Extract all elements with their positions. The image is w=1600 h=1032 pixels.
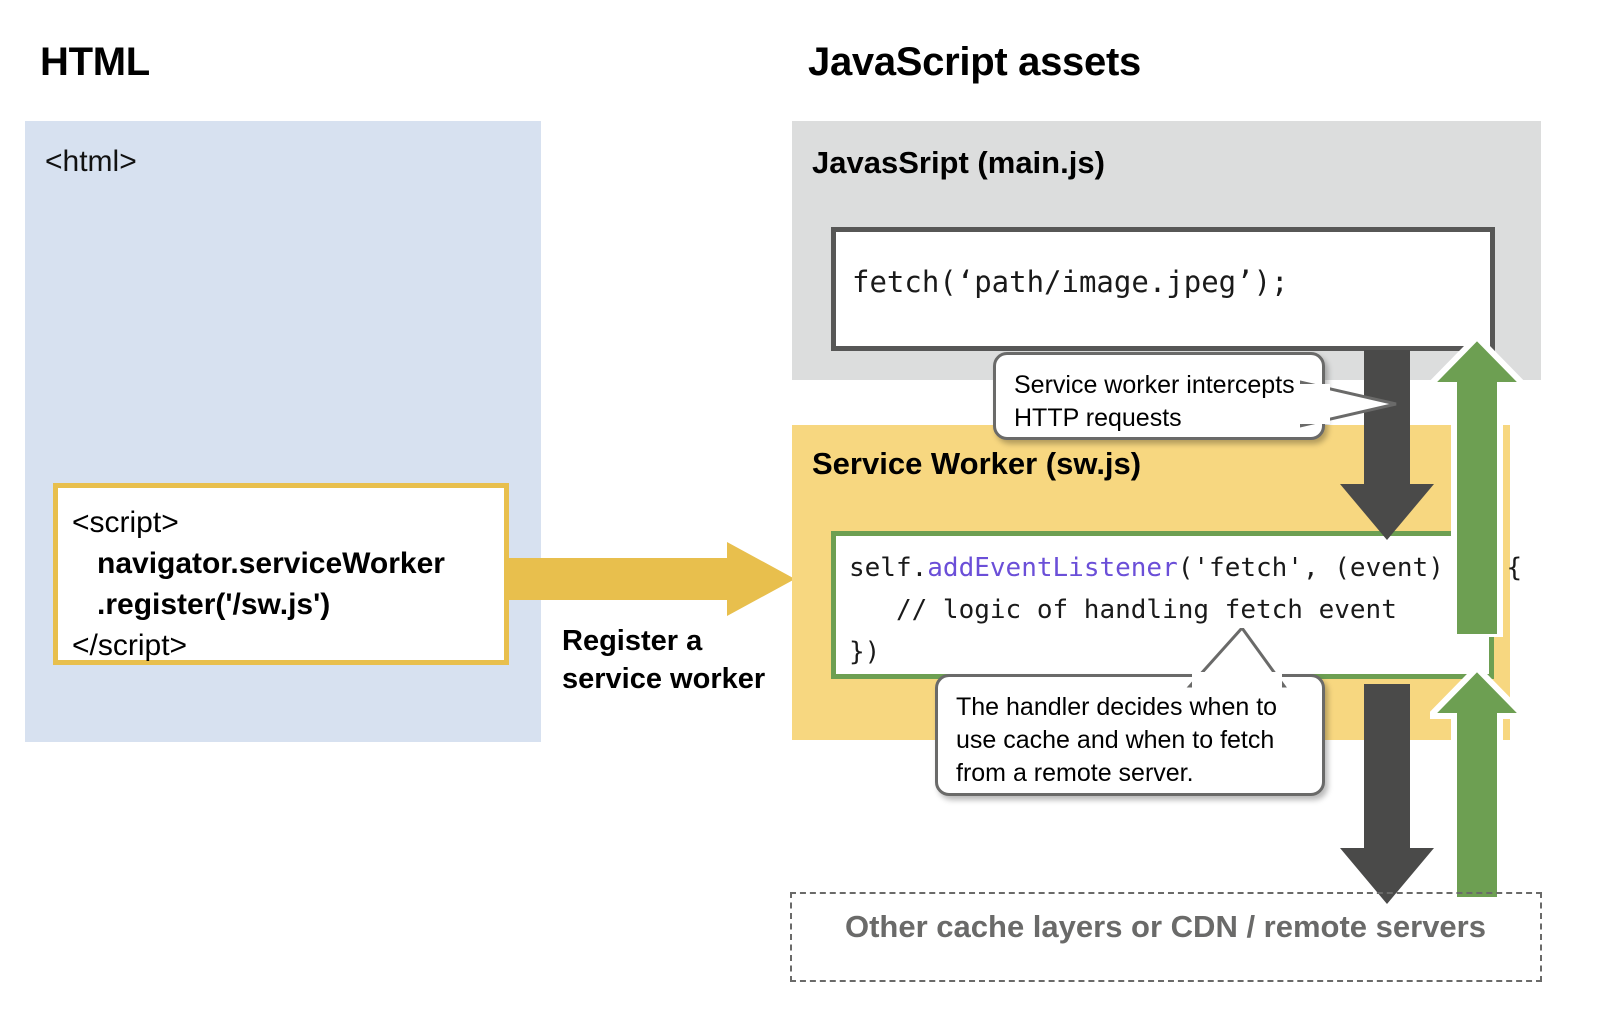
sw-code-line-3: }) — [849, 637, 881, 667]
callout-handler-text: The handler decides when to use cache an… — [956, 693, 1278, 787]
html-tag-label: <html> — [45, 145, 137, 178]
request-arrow-lower-icon — [1340, 684, 1434, 904]
callout-handler-tail-icon — [1186, 628, 1287, 690]
callout-intercept-tail-icon — [1300, 380, 1397, 428]
script-code-line-1: <script> — [72, 506, 179, 539]
register-arrow-label: Register a service worker — [562, 625, 766, 695]
service-worker-panel-label: Service Worker (sw.js) — [812, 446, 1142, 481]
callout-handler: The handler decides when to use cache an… — [935, 674, 1325, 796]
script-code-line-4: </script> — [72, 629, 188, 662]
sw-code-line-1: self.addEventListener('fetch', (event) =… — [836, 547, 1522, 589]
sw-code-keyword-addeventlistener: addEventListener — [927, 553, 1178, 583]
javascript-column-title: JavaScript assets — [808, 40, 1141, 84]
callout-intercept-text: Service worker intercepts HTTP requests — [1014, 371, 1295, 432]
response-arrow-lower-icon — [1430, 668, 1524, 900]
register-arrow-icon — [505, 542, 795, 616]
fetch-code-box: fetch(‘path/image.jpeg’); — [831, 227, 1495, 351]
script-code-line-2: navigator.serviceWorker — [72, 547, 445, 580]
sw-code-line-1-pre: self. — [849, 553, 928, 583]
script-code-line-3: .register('/sw.js') — [72, 588, 331, 621]
remote-servers-label: Other cache layers or CDN / remote serve… — [845, 909, 1486, 944]
response-arrow-upper-icon — [1430, 337, 1524, 637]
script-code-box: <script> navigator.serviceWorker .regist… — [53, 483, 509, 665]
html-column-title: HTML — [40, 40, 150, 84]
fetch-code-text: fetch(‘path/image.jpeg’); — [852, 265, 1289, 299]
service-worker-code-box: self.addEventListener('fetch', (event) =… — [831, 531, 1522, 679]
sw-code-line-2: // logic of handling fetch event — [849, 595, 1397, 625]
request-arrow-upper-icon — [1340, 350, 1434, 540]
remote-servers-box — [790, 892, 1542, 982]
callout-intercept: Service worker intercepts HTTP requests — [993, 352, 1325, 440]
mainjs-panel-label: JavasSript (main.js) — [812, 145, 1105, 180]
